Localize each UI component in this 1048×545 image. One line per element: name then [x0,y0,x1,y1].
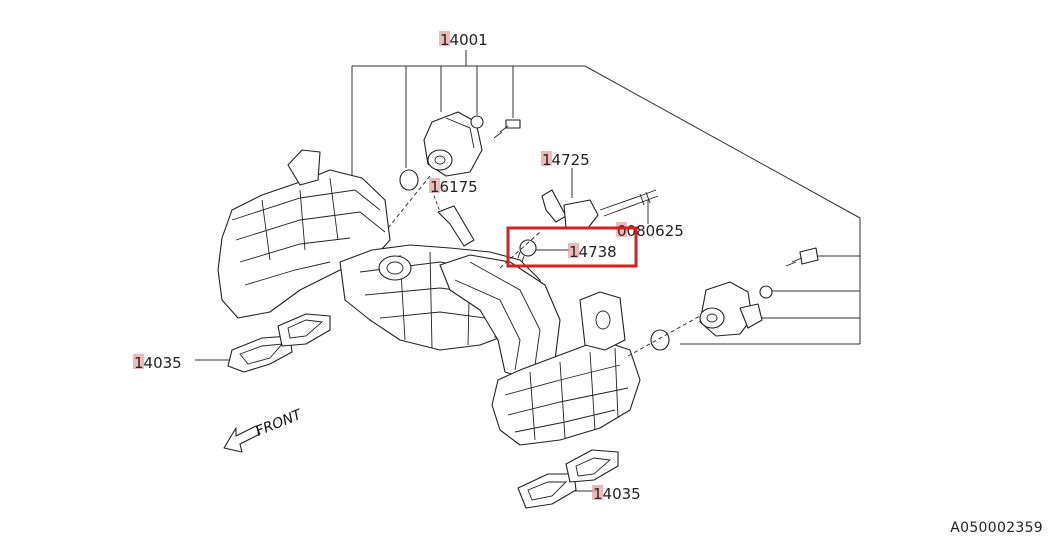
part-label-14035-bottom: 14035 [593,485,641,503]
gasket-bottom-14035 [517,449,619,509]
front-label: FRONT [254,406,306,439]
part-label-14738: 14738 [569,243,617,261]
part-label-14001: 14001 [440,31,488,49]
pipe-assembly [541,189,659,229]
gasket-16175 [437,205,475,247]
part-label-0080625: 0080625 [617,222,684,240]
intake-manifold [217,149,641,446]
drawing-code: A050002359 [950,520,1043,536]
part-highlight-box[interactable] [506,226,638,268]
part-label-14035-left: 14035 [134,354,182,372]
clamp-14738 [517,239,537,263]
nut-icon [470,115,484,129]
o-ring-right-icon [650,329,670,351]
part-label-16175: 16175 [430,178,478,196]
throttle-assembly-right [650,247,819,351]
leader-lines [195,168,649,492]
o-ring-top-icon [399,169,419,191]
leader-lines-14001 [351,50,861,345]
throttle-assembly-top [399,111,521,191]
part-label-14725: 14725 [542,151,590,169]
gasket-left-14035 [227,313,331,373]
front-arrow-icon [223,425,261,453]
